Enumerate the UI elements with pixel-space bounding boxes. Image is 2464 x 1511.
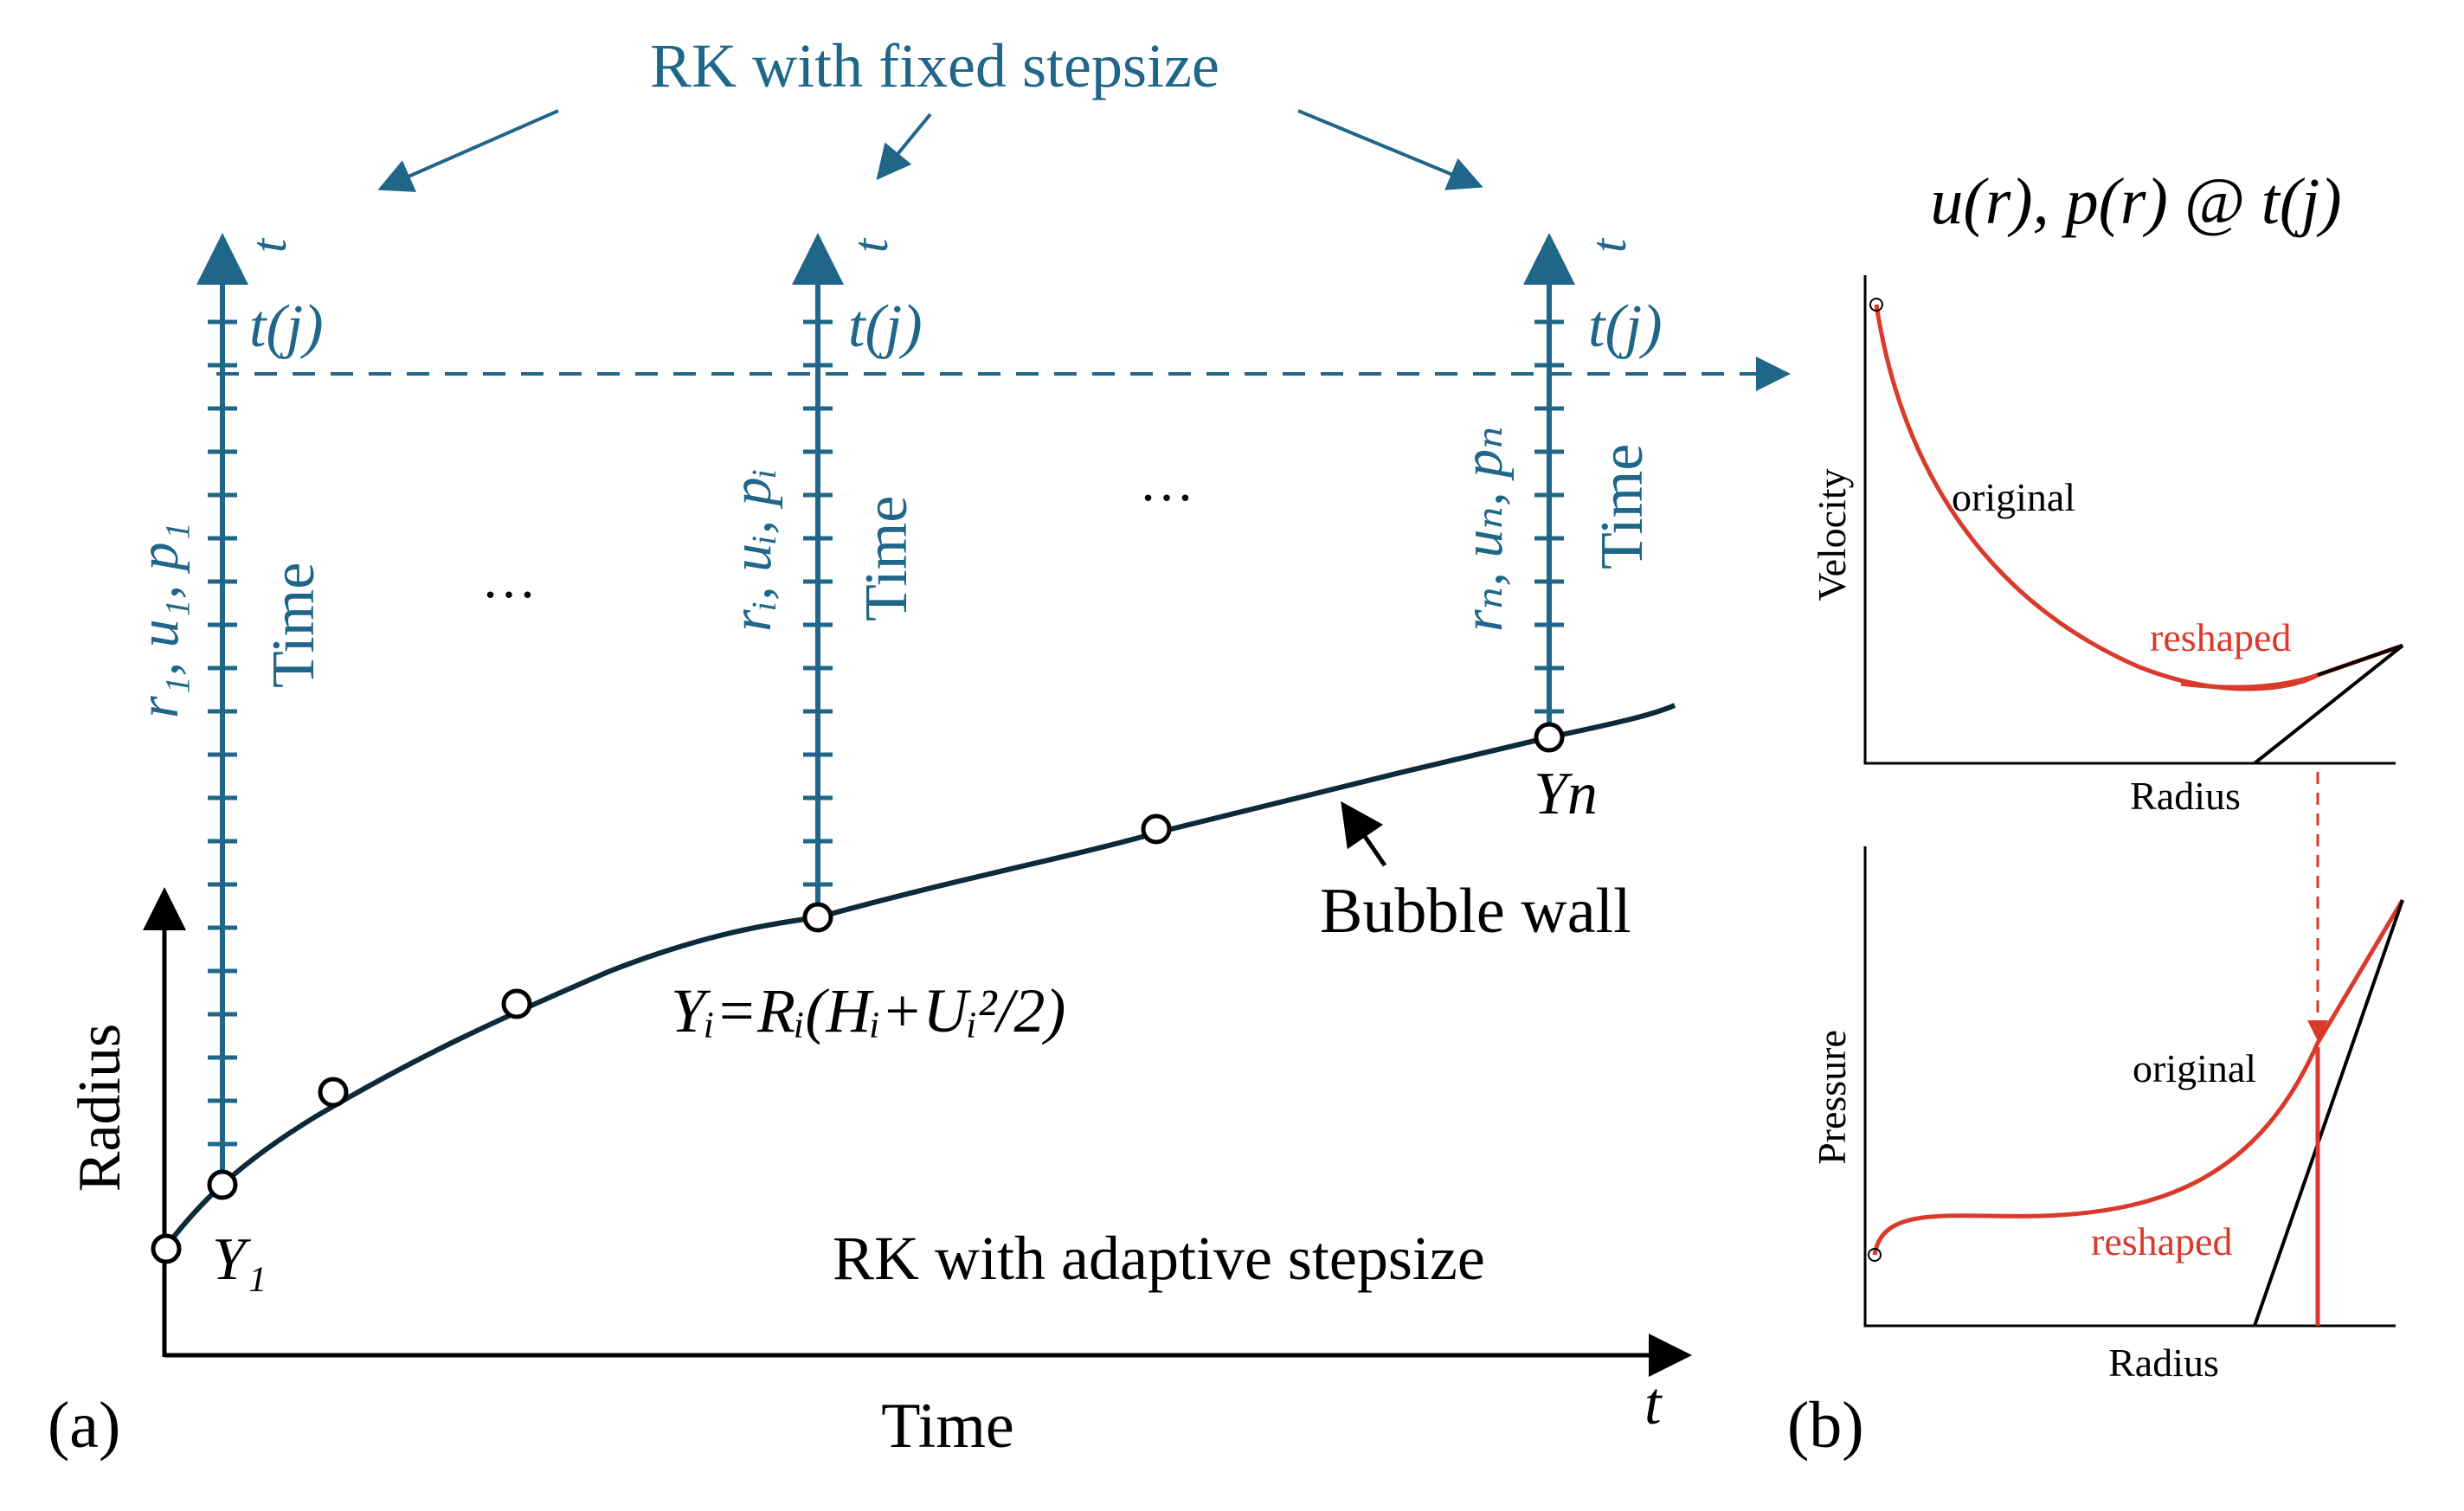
velocity-original-label: original [1952,475,2075,519]
axis3-t-label: t [1580,237,1637,253]
point-5 [1141,813,1172,845]
pressure-xlabel: Radius [2108,1341,2219,1385]
velocity-reshaped-label: reshaped [2150,615,2291,659]
velocity-plot-frame [1863,275,2396,765]
Y1-label: Y₁ [212,1226,267,1293]
axis2-tj-label: t(j) [848,293,923,360]
panel-b-title: u(r), p(r) @ t(j) [1930,165,2341,238]
point-Y1 [207,1169,238,1200]
pressure-plot: Pressure Radius original reshaped [1810,846,2405,1385]
velocity-plot: Velocity Radius original reshaped [1810,275,2404,818]
velocity-shock-line [2253,644,2404,765]
radius-axis-label: Radius [67,1024,133,1192]
panel-b: u(r), p(r) @ t(j) Velocity Radius origin… [1787,165,2405,1462]
pressure-reshaped-label: reshaped [2091,1219,2232,1263]
axis2-t-label: t [842,237,898,253]
vars-1-label: r₁, u₁, p₁ [127,522,190,718]
velocity-original-curve [1874,304,2403,691]
axis1-tj-label: t(j) [249,293,324,360]
bubble-wall-curve [162,703,1676,1251]
curve-points [151,722,1565,1264]
fixed-arrow-middle [876,113,932,181]
velocity-xlabel: Radius [2130,774,2241,818]
axis3-time-label: Time [1589,444,1656,569]
fixed-stepsize-label: RK with fixed stepsize [650,31,1219,100]
fixed-time-axis-n [1523,233,1575,737]
point-Yi [802,902,833,933]
time-axis-t: t [1644,1371,1663,1437]
pressure-start-marker [1868,1248,1882,1262]
axis1-t-label: t [241,237,297,253]
fixed-time-axis-i [792,233,844,917]
ellipsis-left: … [481,548,537,609]
velocity-ylabel: Velocity [1810,468,1854,601]
axis2-time-label: Time [853,496,920,621]
point-Yn [1534,722,1565,753]
point-Y1-start [151,1233,182,1264]
fixed-time-axis-1 [196,233,248,1185]
point-3 [501,988,532,1019]
bubble-wall-label: Bubble wall [1320,876,1631,947]
panel-a-label: (a) [48,1389,120,1462]
Yi-equation: Yᵢ=Rᵢ(Hᵢ+Uᵢ²/2) [671,976,1065,1045]
vars-n-label: rₙ, uₙ, pₙ [1451,426,1515,632]
Yn-label: Yn [1534,761,1598,827]
pressure-plot-frame [1863,846,2396,1328]
panel-b-label: (b) [1787,1389,1864,1462]
vars-i-label: rᵢ, uᵢ, pᵢ [720,468,783,632]
fixed-arrow-left [377,109,559,192]
pressure-original-curve [1872,898,2405,1256]
panel-a: RK with fixed stepsize t t t t(j) t(j) t… [48,31,1791,1462]
velocity-start-marker [1869,298,1883,312]
axis3-tj-label: t(j) [1588,293,1663,360]
pressure-ylabel: Pressure [1810,1030,1854,1165]
point-2 [318,1077,349,1108]
bubble-wall-arrow [1341,801,1387,867]
fixed-arrow-right [1297,109,1483,190]
velocity-reshaped-highlight [2180,672,2319,690]
time-axis-label: Time [881,1391,1014,1462]
axis1-time-label: Time [261,563,327,688]
adaptive-stepsize-label: RK with adaptive stepsize [833,1224,1485,1293]
pressure-shock-line [2253,899,2404,1327]
pressure-original-label: original [2133,1046,2256,1090]
ellipsis-right: … [1139,451,1194,512]
